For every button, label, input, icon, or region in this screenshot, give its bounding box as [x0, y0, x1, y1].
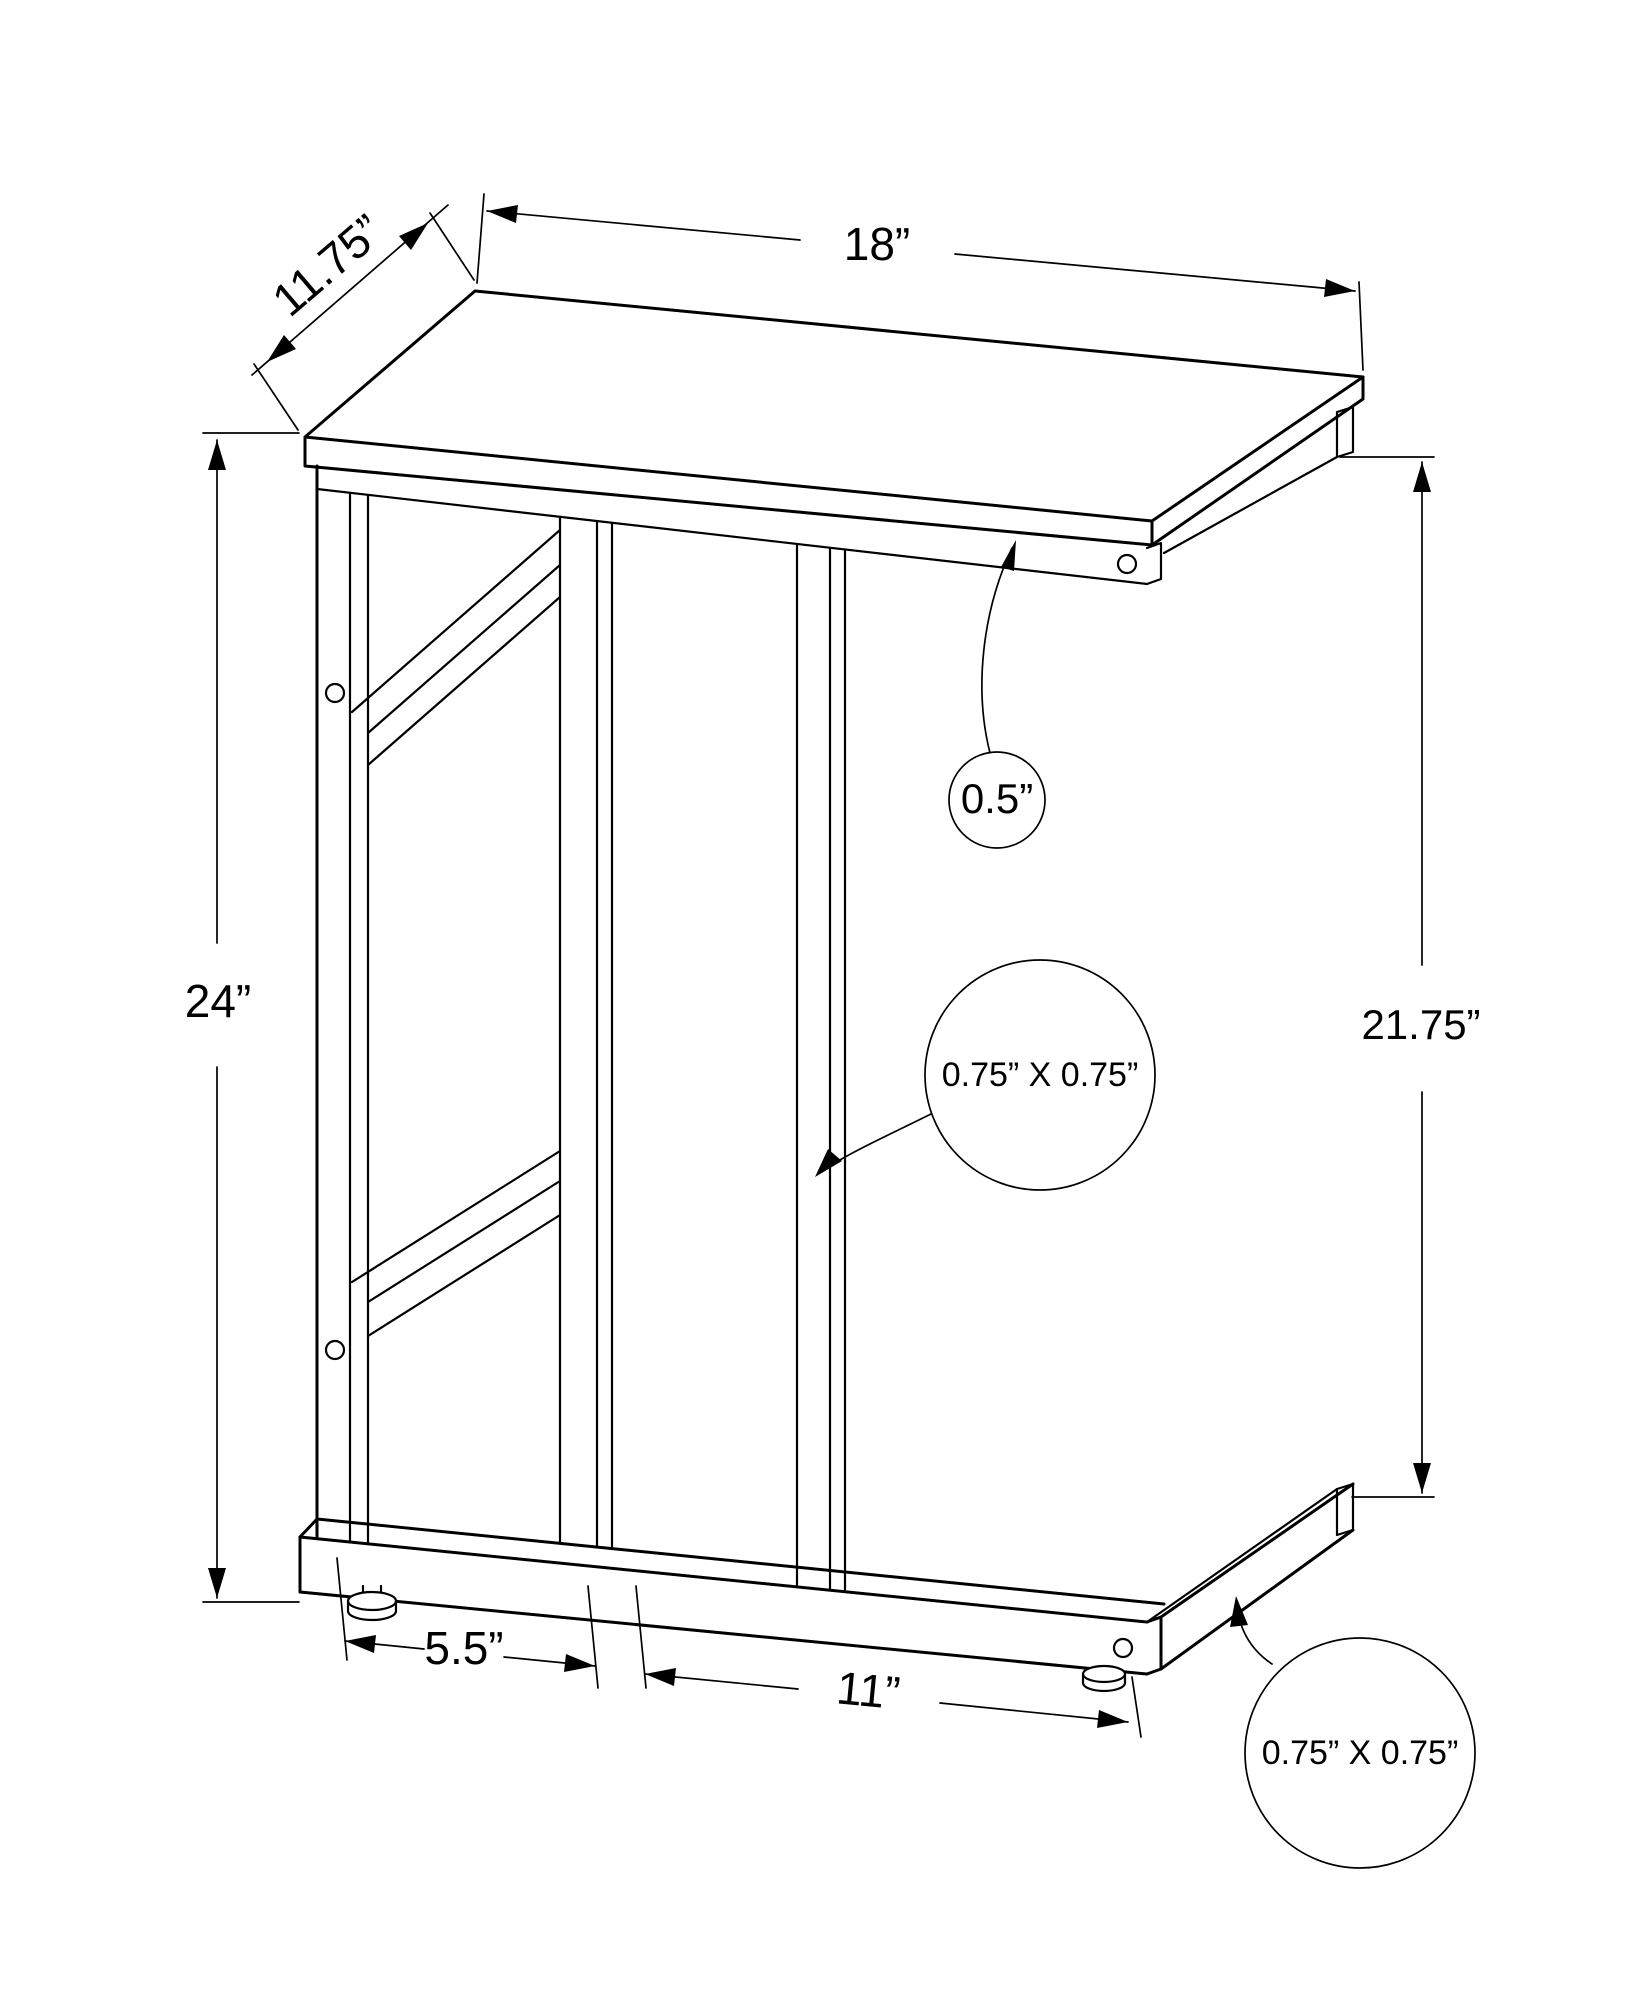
base-right-end — [1145, 1615, 1163, 1676]
rail-top-inner-edge — [1145, 1487, 1339, 1624]
dimension-overall-height: 24” — [185, 432, 300, 1603]
dimension-inner-height: 21.75” — [1339, 456, 1481, 1498]
apron-bottom-edge — [315, 487, 1149, 586]
leader-arrowhead-icon — [1230, 1596, 1248, 1627]
arrowhead-icon — [1413, 462, 1431, 492]
callout-label: 0.75” X 0.75” — [942, 1056, 1139, 1094]
rail-bottom-edge — [1162, 455, 1339, 555]
middle-post — [795, 543, 847, 1592]
callout-base-tube: 0.75” X 0.75” — [1230, 1596, 1476, 1869]
extension-line — [1131, 1676, 1142, 1738]
arrowhead-icon — [1097, 1710, 1128, 1728]
rail-end-cap — [1335, 1482, 1355, 1537]
upper-side-rail — [350, 528, 562, 767]
extension-line — [336, 1557, 348, 1661]
arrowhead-icon — [345, 1635, 376, 1653]
arrowhead-icon — [1324, 279, 1355, 297]
rail-top-back-edge — [350, 1149, 562, 1284]
foot-pad-top — [346, 1590, 398, 1612]
screw-hole — [324, 1339, 346, 1361]
rail-top-outer-edge — [1159, 1482, 1355, 1619]
screw-hole — [324, 682, 346, 704]
callout-circle — [948, 751, 1046, 849]
table-top-right-edge — [1150, 375, 1365, 547]
foot-pad-bottom — [346, 1609, 398, 1622]
arrowhead-icon — [564, 1654, 595, 1672]
callout-circle — [924, 959, 1156, 1191]
table-structure — [298, 289, 1365, 1693]
arrowhead-icon — [267, 335, 296, 362]
screw-hole — [1116, 553, 1138, 575]
under-top-right-rail — [1162, 405, 1355, 555]
base-left-end — [298, 1517, 319, 1594]
dimension-label: 11.75” — [262, 204, 392, 326]
callout-label: 0.5” — [961, 775, 1033, 822]
foot-pad-side — [346, 1599, 398, 1613]
rail-top-back-edge — [350, 528, 562, 714]
extension-line — [635, 1585, 647, 1689]
dimension-top-width: 18” — [476, 193, 1364, 371]
rail-top-front-edge — [366, 1179, 562, 1304]
base-top-back-edge — [315, 1517, 1166, 1606]
table-top-front-edge — [303, 435, 1154, 547]
screw-hole — [1112, 1637, 1134, 1659]
dimension-top-depth: 11.75” — [251, 204, 475, 431]
arrowhead-icon — [208, 1568, 226, 1598]
foot-pad-bottom — [1081, 1681, 1127, 1693]
foot-pad-side — [1081, 1672, 1127, 1685]
extension-line — [253, 363, 299, 431]
arrowhead-icon — [399, 223, 428, 250]
dimension-base-offset: 5.5” — [336, 1557, 599, 1689]
arrowhead-icon — [208, 440, 226, 470]
leader-arrowhead-icon — [815, 1149, 842, 1177]
right-foot — [1081, 1664, 1127, 1693]
left-foot — [346, 1584, 398, 1622]
arrowhead-icon — [487, 205, 518, 223]
base-right-rail — [1145, 1482, 1355, 1671]
leader-line — [981, 547, 1013, 754]
arrowhead-icon — [645, 1668, 676, 1686]
rail-top-front-edge — [366, 563, 562, 735]
base-bottom-edge — [298, 1590, 1149, 1676]
dimension-line — [486, 210, 1356, 292]
extension-line — [476, 193, 485, 284]
arrowhead-icon — [1413, 1463, 1431, 1493]
back-left-leg — [558, 515, 614, 1551]
extension-line — [429, 212, 475, 281]
base-front-rail — [298, 1517, 1166, 1676]
callout-top-thickness: 0.5” — [948, 540, 1046, 849]
extension-line — [587, 1585, 599, 1689]
dimension-label: 18” — [844, 218, 910, 270]
foot-pad-top — [1081, 1664, 1127, 1684]
rail-end-tab — [1335, 405, 1355, 459]
dimension-label: 11” — [834, 1661, 902, 1719]
extension-line — [1358, 281, 1364, 371]
dimension-base-opening: 11” — [635, 1585, 1142, 1738]
leader-arrowhead-icon — [1001, 540, 1016, 571]
apron-rail — [315, 487, 1163, 586]
rail-bottom-edge — [1159, 1528, 1355, 1671]
base-top-front-edge — [298, 1535, 1149, 1624]
dimension-label: 24” — [185, 975, 251, 1027]
table-top-face — [303, 289, 1365, 523]
table-top — [303, 289, 1365, 547]
callout-mid-tube: 0.75” X 0.75” — [815, 959, 1156, 1191]
callout-label: 0.75” X 0.75” — [1262, 1734, 1459, 1772]
callout-circle — [1244, 1637, 1476, 1869]
lower-side-rail — [350, 1149, 562, 1338]
rail-bottom-edge — [366, 1213, 562, 1338]
dimension-label: 21.75” — [1361, 1001, 1480, 1048]
dimension-label: 5.5” — [424, 1622, 503, 1674]
apron-right-end — [1145, 541, 1163, 586]
front-left-leg — [315, 464, 370, 1545]
rail-bottom-edge — [366, 595, 562, 767]
